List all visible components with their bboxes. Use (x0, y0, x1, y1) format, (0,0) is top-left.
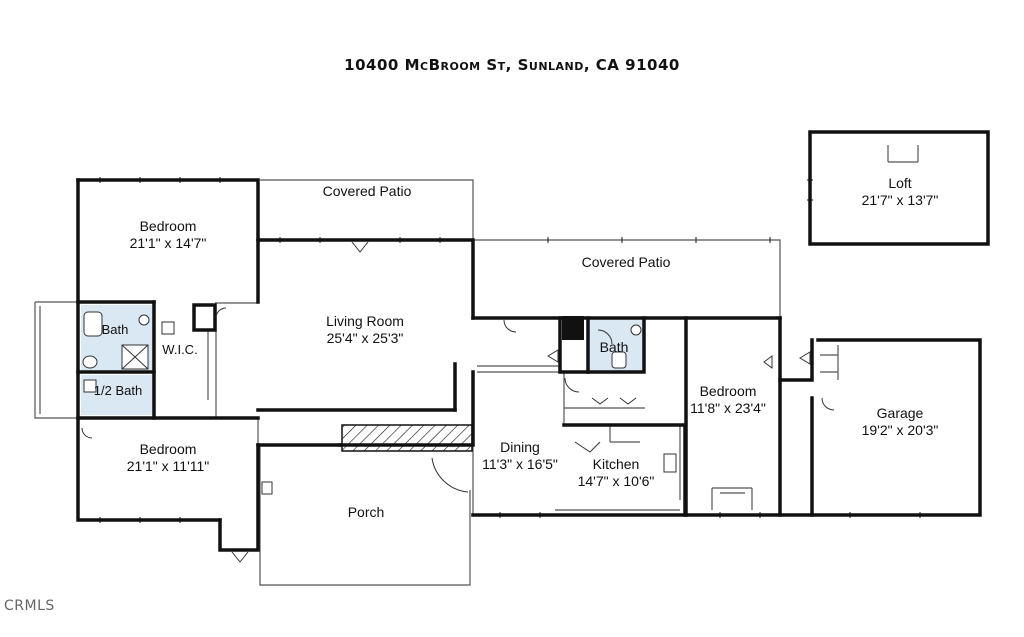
room-name: 1/2 Bath (93, 383, 143, 398)
label-dining: Dining 11'3" x 16'5" (465, 439, 575, 473)
label-porch: Porch (326, 504, 406, 521)
label-bedroom-east: Bedroom 11'8" x 23'4" (668, 383, 788, 417)
room-dims: 14'7" x 10'6" (577, 473, 655, 489)
room-name: Covered Patio (322, 183, 412, 199)
label-bedroom-nw: Bedroom 21'1" x 14'7" (98, 218, 238, 252)
label-loft: Loft 21'7" x 13'7" (840, 175, 960, 209)
room-name: Bath (599, 339, 629, 355)
room-name: Bath (101, 322, 129, 337)
room-name: Living Room (326, 313, 404, 329)
room-dims: 19'2" x 20'3" (861, 422, 939, 438)
room-name: W.I.C. (162, 342, 198, 357)
door-swings (81, 241, 835, 563)
plan-address-title: 10400 McBroom St, Sunland, CA 91040 (344, 56, 680, 74)
room-name: Bedroom (139, 218, 197, 234)
label-kitchen: Kitchen 14'7" x 10'6" (560, 456, 672, 490)
thin-outlines (34, 145, 919, 586)
room-name: Covered Patio (581, 254, 671, 270)
watermark-crmls: CRMLS (4, 598, 55, 614)
room-name: Porch (347, 504, 385, 520)
room-name: Loft (888, 175, 912, 191)
label-bath-west: Bath (92, 322, 138, 337)
label-bath-center: Bath (590, 339, 638, 356)
label-covered-patio-2: Covered Patio (556, 254, 696, 271)
room-name: Kitchen (592, 456, 640, 472)
room-name: Bedroom (699, 383, 757, 399)
label-wic: W.I.C. (152, 342, 208, 357)
chimney-block (562, 316, 584, 340)
room-dims: 21'7" x 13'7" (861, 192, 939, 208)
room-name: Bedroom (139, 441, 197, 457)
fireplace-hearth-hatched (341, 424, 473, 452)
exterior-walls (76, 130, 990, 552)
label-half-bath: 1/2 Bath (80, 383, 156, 398)
window-ticks (99, 177, 921, 523)
label-garage: Garage 19'2" x 20'3" (838, 405, 962, 439)
room-name: Dining (500, 439, 540, 455)
label-living-room: Living Room 25'4" x 25'3" (295, 313, 435, 347)
room-dims: 25'4" x 25'3" (326, 330, 404, 346)
room-name: Garage (876, 405, 924, 421)
label-covered-patio-1: Covered Patio (297, 183, 437, 200)
room-dims: 11'3" x 16'5" (482, 456, 558, 472)
room-dims: 21'1" x 14'7" (129, 235, 207, 251)
label-bedroom-sw: Bedroom 21'1" x 11'11" (93, 441, 243, 475)
room-dims: 11'8" x 23'4" (690, 400, 766, 416)
room-dims: 21'1" x 11'11" (126, 458, 210, 474)
bath-fixtures (82, 311, 677, 495)
